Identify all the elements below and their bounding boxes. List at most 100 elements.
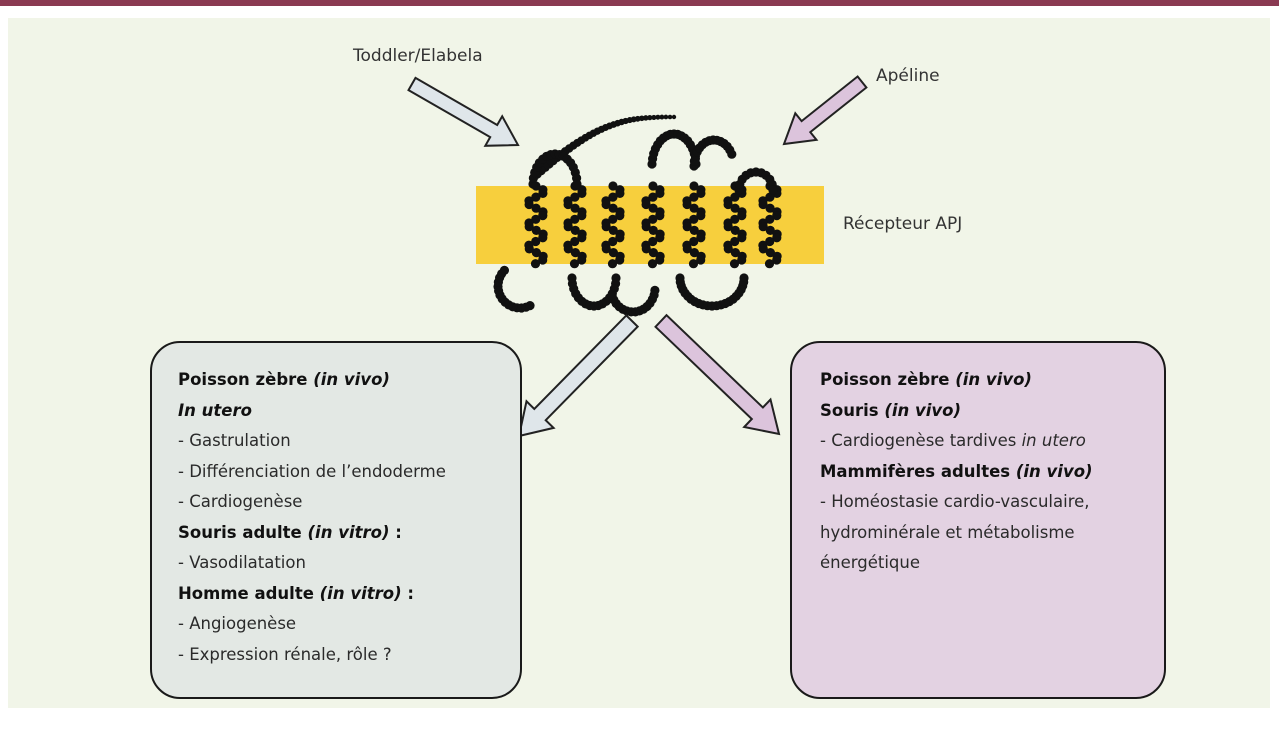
receptor-residue [531,192,541,202]
receptor-residue [531,214,541,224]
left-box-line: - Cardiogenèse [178,492,303,511]
receptor-residue [648,203,658,213]
receptor-residue [659,114,665,120]
receptor-residue [530,259,541,269]
receptor-residue [682,244,692,254]
receptor-residue [727,149,737,159]
apeline-effects-box: Poisson zèbre (in vivo) Souris (in vivo) -… [790,341,1166,699]
receptor-residue [730,214,740,224]
receptor-residue [524,244,534,254]
receptor-residue [682,222,692,232]
left-box-line: - Différenciation de l’endoderme [178,461,446,481]
receptor-residue [538,211,548,221]
receptor-residue [615,233,625,243]
receptor-residue [608,214,618,224]
receptor-residue [772,255,782,265]
receptor-residue [647,114,653,121]
receptor-residue [577,211,587,221]
receptor-residue [730,203,740,213]
receptor-residue [531,248,542,258]
receptor-residue [648,181,658,191]
receptor-residue [764,259,775,269]
receptor-residue [651,114,657,120]
receptor-residue [577,233,587,243]
receptor-residue [730,225,740,235]
label-recepteur-apj: Récepteur APJ [843,214,963,234]
receptor-residue [577,188,587,198]
receptor-residue [689,248,700,258]
right-box-line: Souris (in vivo) [820,400,962,420]
left-box-line: - Vasodilatation [178,553,306,572]
receptor-residue [572,179,582,189]
receptor-residue [608,225,618,235]
receptor-residue [671,114,677,120]
label-apeline: Apéline [876,66,940,86]
receptor-residue [499,265,509,275]
receptor-residue [531,203,541,213]
receptor-residue [696,211,706,221]
receptor-residue [570,214,580,224]
receptor-residue [730,236,740,247]
receptor-residue [570,248,581,258]
receptor-residue [570,192,580,202]
left-box-line: Poisson zèbre (in vivo) [178,370,390,389]
receptor-residue [641,222,651,232]
receptor-residue [688,259,699,269]
left-box-line: In utero [178,400,252,420]
receptor-residue [723,199,733,210]
receptor-residue [737,211,747,221]
receptor-residue [723,244,733,254]
receptor-residue [648,225,658,235]
receptor-residue [655,233,665,243]
receptor-residue [524,199,534,210]
receptor-residue [648,248,659,258]
right-box-line: Mammifères adultes (in vivo) [820,461,1093,481]
receptor-residue [538,188,548,198]
receptor-residue [524,222,534,232]
receptor-residue [570,203,580,213]
elabela-effects-box: Poisson zèbre (in vivo)In utero- Gastrul… [150,341,522,699]
receptor-residue [765,236,775,247]
left-box-line: Souris adulte (in vitro) : [178,522,402,542]
receptor-residue [648,236,658,247]
receptor-residue [570,236,580,247]
receptor-residue [567,273,577,283]
receptor-residue [765,248,776,258]
receptor-residue [723,222,733,232]
receptor-residue [531,225,541,235]
receptor-residue [758,244,768,254]
receptor-residue [601,244,611,254]
receptor-residue [696,233,706,243]
receptor-residue [655,211,665,221]
receptor-residue [563,199,573,210]
receptor-residue [765,214,775,224]
receptor-residue [758,199,768,210]
receptor-residue [608,203,618,213]
receptor-residue [607,290,617,300]
receptor-residue [663,114,669,120]
arrow-receptor-to-right-box [654,313,781,436]
receptor-residue [689,181,699,191]
receptor-residue [772,233,782,243]
receptor-residue [689,192,699,202]
receptor-residue [563,244,573,254]
right-box-line: Poisson zèbre (in vivo) [820,370,1032,389]
receptor-residue [730,248,741,258]
receptor-residue [765,225,775,235]
apj-receptor-graphic [493,114,782,317]
left-box-line: - Angiogenèse [178,614,297,633]
receptor-residue [608,236,618,247]
left-box-line: Homme adulte (in vitro) : [178,583,414,603]
receptor-residue [768,185,778,195]
receptor-residue [758,222,768,232]
receptor-residue [772,211,782,221]
receptor-residue [655,114,661,120]
receptor-residue [615,211,625,221]
receptor-residue [682,199,692,210]
left-box-line: - Expression rénale, rôle ? [178,644,392,664]
receptor-residue [675,273,685,283]
right-box-line: - Homéostasie cardio-vasculaire, [820,492,1090,511]
receptor-residue [689,203,699,213]
receptor-residue [655,188,665,198]
